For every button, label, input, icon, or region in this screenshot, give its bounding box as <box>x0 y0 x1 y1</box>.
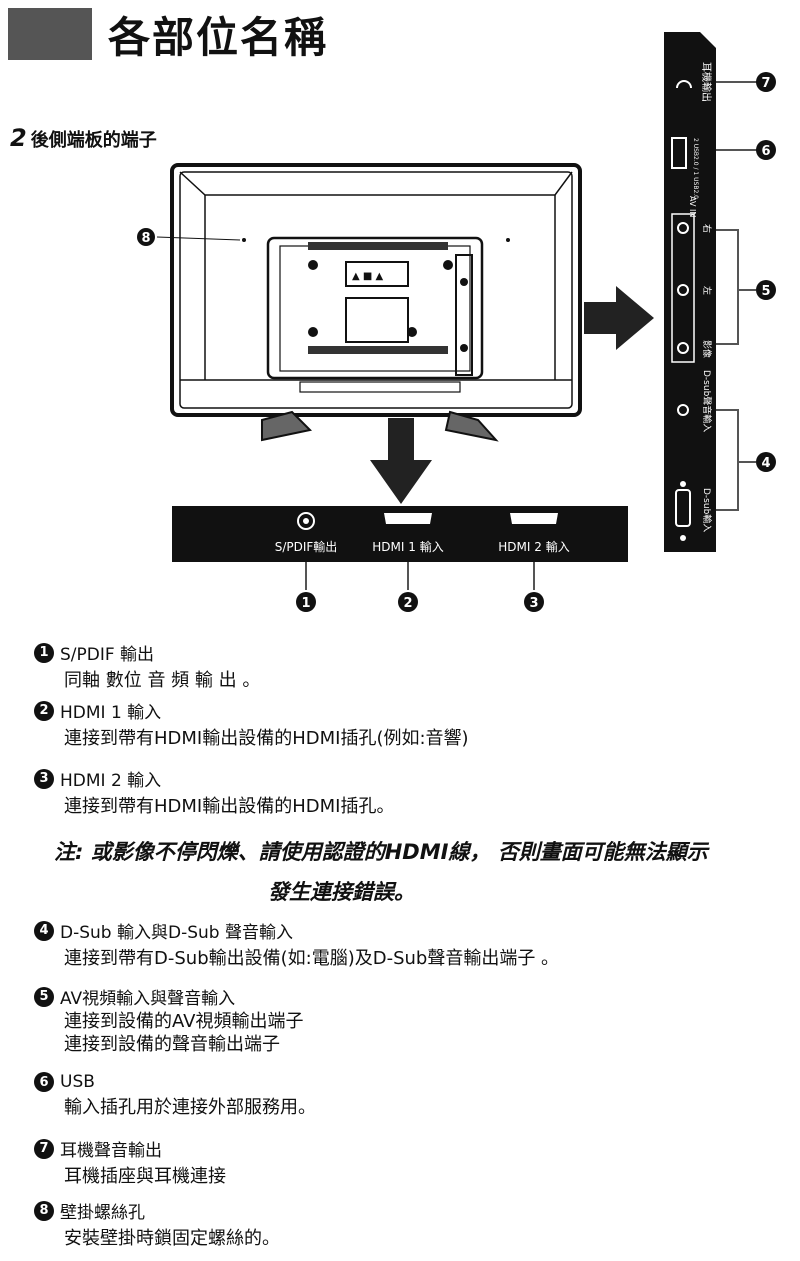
callout-3: 3 <box>524 562 544 612</box>
arrow-down-icon <box>370 418 432 504</box>
item-title: 壁掛螺絲孔 <box>60 1203 145 1223</box>
av-in-label: AV IN <box>688 196 697 217</box>
hdmi1-port-label: HDMI 1 輸入 <box>372 539 443 554</box>
av-video-label: 影像 <box>701 340 713 358</box>
item-description-line: 連接到設備的聲音輸出端子 <box>64 1033 280 1055</box>
svg-text:1: 1 <box>301 596 310 611</box>
list-item: 1 S/PDIF 輸出 同軸 數位 音 頻 輸 出 。 <box>34 640 260 693</box>
item-number: 3 <box>34 768 54 789</box>
title-block <box>8 8 92 60</box>
headphone-port-label: 耳機輸出 <box>700 62 713 102</box>
spdif-port-label: S/PDIF輸出 <box>275 539 338 554</box>
svg-text:4: 4 <box>761 456 770 471</box>
item-description: 同軸 數位 音 頻 輸 出 。 <box>64 670 261 691</box>
callout-7: 7 <box>716 72 776 92</box>
av-right-label: 右 <box>701 224 713 233</box>
svg-text:3: 3 <box>529 596 538 611</box>
svg-text:5: 5 <box>761 284 770 299</box>
item-title: D-Sub 輸入與D-Sub 聲音輸入 <box>60 923 293 943</box>
item-number: 7 <box>34 1138 54 1159</box>
item-description: 連接到設備的AV視頻輸出端子 連接到設備的聲音輸出端子 <box>64 1011 303 1056</box>
svg-text:7: 7 <box>761 76 770 91</box>
item-description: 耳機插座與耳機連接 <box>64 1166 226 1187</box>
list-item: 2 HDMI 1 輸入 連接到帶有HDMI輸出設備的HDMI插孔(例如:音響) <box>34 698 469 751</box>
item-title: USB <box>60 1072 95 1092</box>
list-item: 8 壁掛螺絲孔 安裝壁掛時鎖固定螺絲的。 <box>34 1198 280 1251</box>
item-title: HDMI 2 輸入 <box>60 771 162 791</box>
list-item: 7 耳機聲音輸出 耳機插座與耳機連接 <box>34 1136 226 1189</box>
item-description-line: 連接到設備的AV視頻輸出端子 <box>64 1011 304 1032</box>
svg-text:▲ ■ ▲: ▲ ■ ▲ <box>352 271 383 282</box>
dsub-audio-label: D-sub聲音輸入 <box>701 370 713 432</box>
item-number: 4 <box>34 920 54 941</box>
bottom-port-panel: S/PDIF輸出 HDMI 1 輸入 HDMI 2 輸入 <box>172 506 628 562</box>
rear-panel-diagram: ▲ ■ ▲ 8 S/PDIF輸出 HDMI 1 輸入 HDMI 2 輸入 1 <box>137 32 776 612</box>
side-port-panel: 耳機輸出 2 USB2.0 / 1 USB2.0 AV IN 右 左 影像 D-… <box>664 32 716 552</box>
item-number: 2 <box>34 700 54 721</box>
section-number: 2 <box>10 124 27 152</box>
callout-4: 4 <box>716 409 776 511</box>
list-item: 6 USB 輸入插孔用於連接外部服務用。 <box>34 1072 316 1120</box>
list-item: 3 HDMI 2 輸入 連接到帶有HDMI輸出設備的HDMI插孔。 <box>34 766 394 819</box>
list-item: 4 D-Sub 輸入與D-Sub 聲音輸入 連接到帶有D-Sub輸出設備(如:電腦… <box>34 918 559 971</box>
arrow-right-icon <box>584 286 654 350</box>
item-description: 安裝壁掛時鎖固定螺絲的。 <box>64 1228 280 1249</box>
svg-text:8: 8 <box>141 231 150 246</box>
item-title: 耳機聲音輸出 <box>60 1141 162 1161</box>
callout-1: 1 <box>296 562 316 612</box>
item-description: 連接到帶有D-Sub輸出設備(如:電腦)及D-Sub聲音輸出端子 。 <box>64 948 560 969</box>
callout-2: 2 <box>398 562 418 612</box>
section-title: 後側端板的端子 <box>30 130 157 151</box>
av-left-label: 左 <box>701 286 713 295</box>
dsub-in-label: D-sub輸入 <box>701 488 713 532</box>
list-item: 5 AV視頻輸入與聲音輸入 連接到設備的AV視頻輸出端子 連接到設備的聲音輸出端子 <box>34 984 303 1056</box>
page-title: 各部位名稱 <box>108 13 329 62</box>
callout-8: 8 <box>137 228 241 246</box>
item-number: 8 <box>34 1200 54 1221</box>
item-description: 連接到帶有HDMI輸出設備的HDMI插孔。 <box>64 796 395 817</box>
item-number: 1 <box>34 642 54 663</box>
svg-text:6: 6 <box>761 144 770 159</box>
hdmi2-port-label: HDMI 2 輸入 <box>498 539 569 554</box>
callout-6: 6 <box>716 140 776 160</box>
item-description: 連接到帶有HDMI輸出設備的HDMI插孔(例如:音響) <box>64 728 469 749</box>
tv-rear-illustration: ▲ ■ ▲ <box>170 163 582 442</box>
item-title: AV視頻輸入與聲音輸入 <box>60 989 236 1009</box>
usb-port-label: 2 USB2.0 / 1 USB2.0 <box>692 138 699 199</box>
note-line-1: 注: 或影像不停閃爍、請使用認證的HDMI線， 否則畫面可能無法顯示 <box>54 840 708 864</box>
callout-5: 5 <box>716 229 776 345</box>
item-title: HDMI 1 輸入 <box>60 703 162 723</box>
item-title: S/PDIF 輸出 <box>60 645 155 665</box>
item-number: 5 <box>34 986 54 1007</box>
item-description: 輸入插孔用於連接外部服務用。 <box>64 1097 316 1118</box>
item-number: 6 <box>34 1072 54 1092</box>
note-line-2: 發生連接錯誤。 <box>268 880 415 904</box>
svg-text:2: 2 <box>403 596 412 611</box>
